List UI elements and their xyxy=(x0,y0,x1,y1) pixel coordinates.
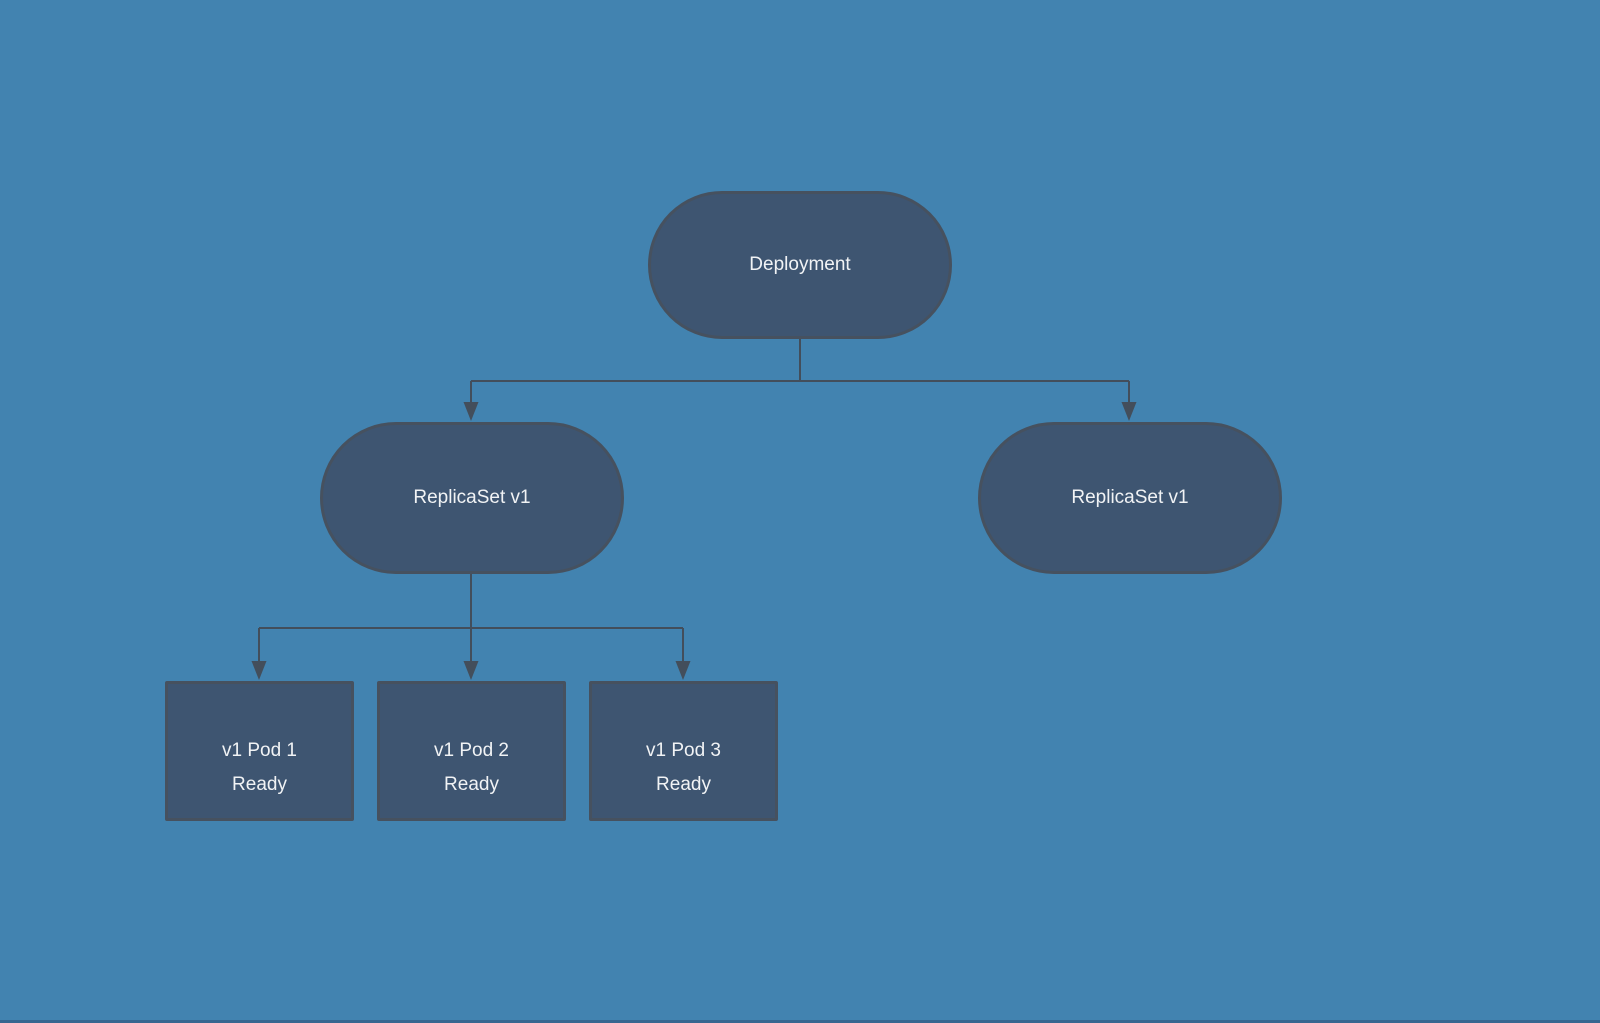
node-deployment: Deployment xyxy=(648,191,952,339)
arrowhead-pod-3 xyxy=(675,661,691,680)
node-pod-1: v1 Pod 1 Ready xyxy=(165,681,354,821)
node-replicaset-v1-left-label: ReplicaSet v1 xyxy=(413,486,531,508)
node-pod-3: v1 Pod 3 Ready xyxy=(589,681,778,821)
node-pod-2: v1 Pod 2 Ready xyxy=(377,681,566,821)
node-replicaset-v1-right: ReplicaSet v1 xyxy=(978,422,1282,574)
node-pod-1-status: Ready xyxy=(232,774,287,795)
node-replicaset-v1-left: ReplicaSet v1 xyxy=(320,422,624,574)
node-pod-3-status: Ready xyxy=(656,774,711,795)
node-pod-2-title: v1 Pod 2 xyxy=(434,740,509,761)
node-deployment-label: Deployment xyxy=(749,253,851,275)
edge-replicaset-to-pods xyxy=(258,574,684,662)
arrowhead-replicaset-right xyxy=(1121,402,1137,421)
arrowhead-pod-1 xyxy=(251,661,267,680)
node-pod-3-title: v1 Pod 3 xyxy=(646,740,721,761)
canvas-bottom-edge xyxy=(0,1020,1600,1023)
node-pod-2-status: Ready xyxy=(444,774,499,795)
arrowheads-pods xyxy=(251,661,691,680)
node-pod-1-title: v1 Pod 1 xyxy=(222,740,297,761)
arrowheads-replicasets xyxy=(463,402,1137,421)
arrowhead-replicaset-left xyxy=(463,402,479,421)
arrowhead-pod-2 xyxy=(463,661,479,680)
edge-deployment-to-replicasets xyxy=(470,339,1130,403)
node-replicaset-v1-right-label: ReplicaSet v1 xyxy=(1071,486,1189,508)
